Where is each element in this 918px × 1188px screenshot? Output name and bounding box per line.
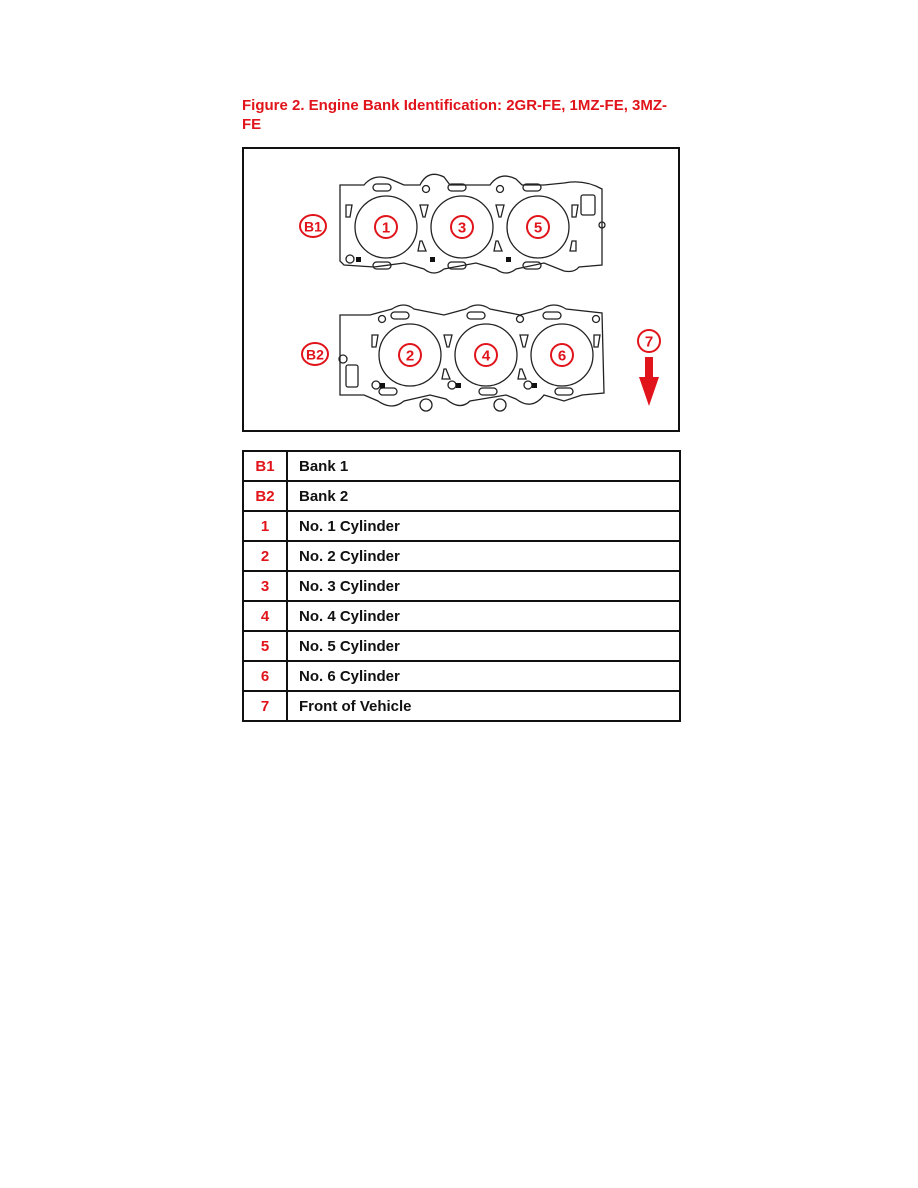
cylinder-callouts: 1 3 5 2 4 6: [374, 215, 574, 367]
legend-code: 6: [242, 660, 288, 692]
legend-description: No. 5 Cylinder: [286, 630, 681, 662]
bank1-gasket: [339, 173, 606, 274]
cylinder-1-label: 1: [382, 220, 390, 237]
bank2-label: B2: [306, 347, 324, 363]
bank1-label: B1: [304, 219, 322, 235]
cylinder-6-label: 6: [558, 348, 566, 365]
bank2-gasket: [338, 304, 605, 412]
legend-description: Bank 1: [286, 450, 681, 482]
legend-description: No. 6 Cylinder: [286, 660, 681, 692]
legend-description: Bank 2: [286, 480, 681, 512]
legend-code: B1: [242, 450, 288, 482]
cylinder-2-label: 2: [406, 348, 414, 365]
legend-code: B2: [242, 480, 288, 512]
legend-code: 2: [242, 540, 288, 572]
legend-code: 5: [242, 630, 288, 662]
engine-diagram-frame: B1 B2 1 3 5 2 4 6 7: [242, 147, 680, 432]
cylinder-3-label: 3: [458, 220, 466, 237]
bank1-callout: B1: [299, 214, 327, 238]
legend-description: No. 4 Cylinder: [286, 600, 681, 632]
front-marker-label: 7: [645, 334, 653, 351]
legend-description: No. 1 Cylinder: [286, 510, 681, 542]
bank2-callout: B2: [301, 342, 329, 366]
legend-code: 1: [242, 510, 288, 542]
front-of-vehicle-marker: 7: [637, 329, 661, 406]
cylinder-4-label: 4: [482, 348, 491, 365]
legend-code: 7: [242, 690, 288, 722]
bank2-marks: [380, 383, 537, 388]
arrow-down-icon: [639, 357, 659, 406]
legend-description: No. 3 Cylinder: [286, 570, 681, 602]
engine-gasket-diagram: B1 B2 1 3 5 2 4 6 7: [299, 173, 661, 412]
legend-description: Front of Vehicle: [286, 690, 681, 722]
legend-code: 4: [242, 600, 288, 632]
bank1-marks: [356, 257, 511, 262]
legend-description: No. 2 Cylinder: [286, 540, 681, 572]
cylinder-5-label: 5: [534, 220, 542, 237]
legend-code: 3: [242, 570, 288, 602]
figure-title: Figure 2. Engine Bank Identification: 2G…: [242, 97, 668, 133]
